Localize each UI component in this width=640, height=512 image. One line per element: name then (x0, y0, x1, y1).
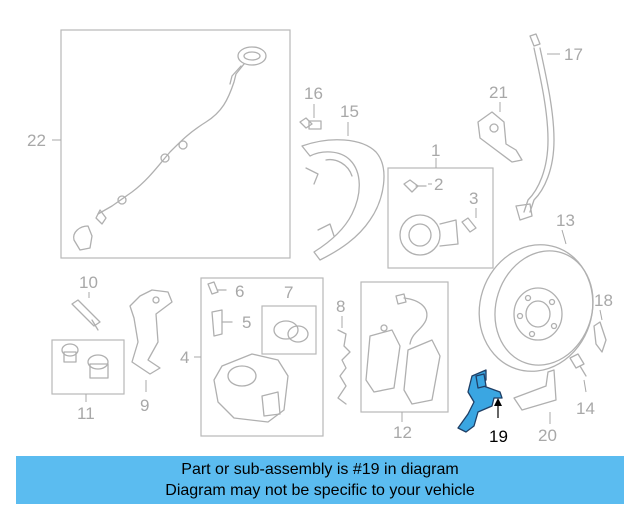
part-12-brake-pads (360, 281, 449, 422)
part-4-caliper (194, 277, 324, 437)
part-16-bolt (299, 104, 322, 130)
callout-19: 19 (489, 427, 508, 446)
callout-8: 8 (336, 297, 345, 316)
callout-14: 14 (576, 399, 595, 418)
callout-7: 7 (284, 283, 293, 302)
part-10-guide-pin (71, 292, 101, 331)
part-21-bracket (477, 102, 523, 163)
callout-21: 21 (489, 83, 508, 102)
callout-4: 4 (180, 348, 189, 367)
callout-11: 11 (77, 404, 95, 423)
part-1-wheel-hub (387, 158, 494, 269)
callout-10: 10 (79, 273, 98, 292)
part-9-caliper-bracket (129, 289, 173, 392)
part-18-clip (593, 309, 607, 353)
parts-diagram: 1 2 3 4 5 6 7 8 9 10 11 12 13 14 15 16 1… (27, 29, 613, 446)
callout-15: 15 (340, 102, 359, 121)
part-17-brake-hose (515, 33, 560, 221)
part-11-pin-kit (51, 339, 125, 402)
callout-6: 6 (235, 282, 244, 301)
banner-line-2: Diagram may not be specific to your vehi… (165, 482, 475, 499)
callout-20: 20 (538, 426, 557, 445)
info-banner: Part or sub-assembly is #19 in diagram D… (16, 456, 624, 504)
callout-labels: 1 2 3 4 5 6 7 8 9 10 11 12 13 14 15 16 1… (27, 45, 613, 446)
callout-16: 16 (304, 84, 323, 103)
part-22-speed-sensor (52, 29, 291, 259)
callout-5: 5 (242, 313, 251, 332)
part-13-brake-rotor (478, 229, 594, 372)
callout-18: 18 (594, 291, 613, 310)
callout-3: 3 (469, 189, 478, 208)
callout-17: 17 (564, 45, 583, 64)
callout-12: 12 (393, 423, 412, 442)
callout-2: 2 (434, 175, 443, 194)
callout-22: 22 (27, 131, 46, 150)
part-15-splash-shield (301, 122, 385, 261)
callout-9: 9 (140, 396, 149, 415)
part-8-wear-sensor (337, 316, 351, 405)
part-20-bracket (513, 369, 557, 424)
callout-1: 1 (431, 141, 440, 160)
part-19-highlighted (457, 369, 503, 433)
part-14-bolt (569, 353, 587, 393)
banner-line-1: Part or sub-assembly is #19 in diagram (181, 461, 459, 478)
callout-13: 13 (556, 211, 575, 230)
